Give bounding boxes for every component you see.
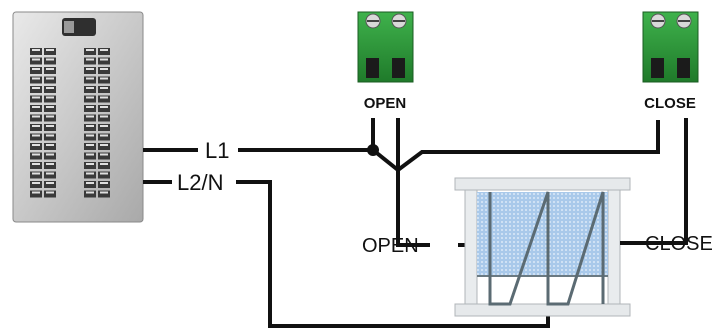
breaker-switch [98, 57, 110, 65]
breaker-switch [84, 48, 96, 55]
breaker-switch [84, 133, 96, 141]
breaker-switch [98, 86, 110, 93]
breaker-switch [30, 162, 42, 169]
breaker-switch [84, 86, 96, 93]
breaker-switch [44, 95, 56, 103]
breaker-switch [98, 48, 110, 55]
terminal-block-close [642, 11, 699, 83]
breaker-panel [12, 11, 144, 223]
breaker-switch [30, 67, 42, 74]
breaker-switch [84, 171, 96, 179]
breaker-switch [44, 57, 56, 65]
breaker-switch [84, 114, 96, 122]
breaker-switch [98, 67, 110, 74]
breaker-switch [98, 181, 110, 188]
breaker-switch [44, 190, 56, 198]
breaker-switch [30, 143, 42, 150]
l2n-wire-right [236, 180, 550, 328]
breaker-switch [84, 57, 96, 65]
breaker-switch [30, 95, 42, 103]
breaker-switch [98, 143, 110, 150]
switch-blade [371, 120, 660, 173]
breaker-switch [84, 124, 96, 131]
breaker-switch [98, 114, 110, 122]
breaker-switch [30, 181, 42, 188]
breaker-switch [30, 76, 42, 84]
breaker-switch [84, 181, 96, 188]
breaker-switch [98, 162, 110, 169]
breaker-switch [44, 171, 56, 179]
breaker-switch [98, 105, 110, 112]
breaker-switch [98, 190, 110, 198]
breaker-switch [44, 48, 56, 55]
breaker-switch [84, 105, 96, 112]
breaker-switch [98, 171, 110, 179]
breaker-switch [30, 57, 42, 65]
terminal-block-open [357, 11, 414, 83]
breaker-switch [44, 133, 56, 141]
breaker-switch [84, 143, 96, 150]
breaker-switch [44, 162, 56, 169]
breaker-switch [84, 76, 96, 84]
breaker-switch [44, 124, 56, 131]
breaker-switch [44, 86, 56, 93]
wires [143, 118, 688, 328]
breaker-rows [30, 48, 110, 198]
breaker-switch [44, 181, 56, 188]
terminal-open-label: OPEN [364, 95, 407, 112]
actuator-coil [488, 191, 605, 306]
terminal-close-label: CLOSE [644, 95, 696, 112]
breaker-switch [98, 124, 110, 131]
breaker-switch [30, 171, 42, 179]
breaker-switch [98, 76, 110, 84]
breaker-switch [98, 133, 110, 141]
breaker-switch [30, 114, 42, 122]
breaker-switch [84, 190, 96, 198]
breaker-switch [44, 67, 56, 74]
breaker-switch [30, 86, 42, 93]
breaker-switch [98, 95, 110, 103]
breaker-switch [44, 105, 56, 112]
breaker-switch [98, 152, 110, 160]
breaker-switch [84, 152, 96, 160]
l1-label: L1 [205, 138, 229, 163]
breaker-switch [84, 162, 96, 169]
breaker-switch [44, 76, 56, 84]
actuator-open-label: OPEN [362, 235, 419, 257]
breaker-switch [44, 152, 56, 160]
breaker-switch [30, 48, 42, 55]
actuator-close-label: CLOSE [645, 233, 713, 255]
breaker-switch [30, 190, 42, 198]
breaker-switch [30, 152, 42, 160]
breaker-switch [30, 133, 42, 141]
breaker-switch [84, 67, 96, 74]
breaker-switch [84, 95, 96, 103]
breaker-switch [44, 143, 56, 150]
open-wire [396, 170, 430, 247]
actuator [454, 177, 631, 317]
breaker-switch [44, 114, 56, 122]
breaker-switch [30, 124, 42, 131]
l2n-label: L2/N [177, 170, 223, 195]
breaker-switch [30, 105, 42, 112]
close-wire [628, 118, 688, 245]
